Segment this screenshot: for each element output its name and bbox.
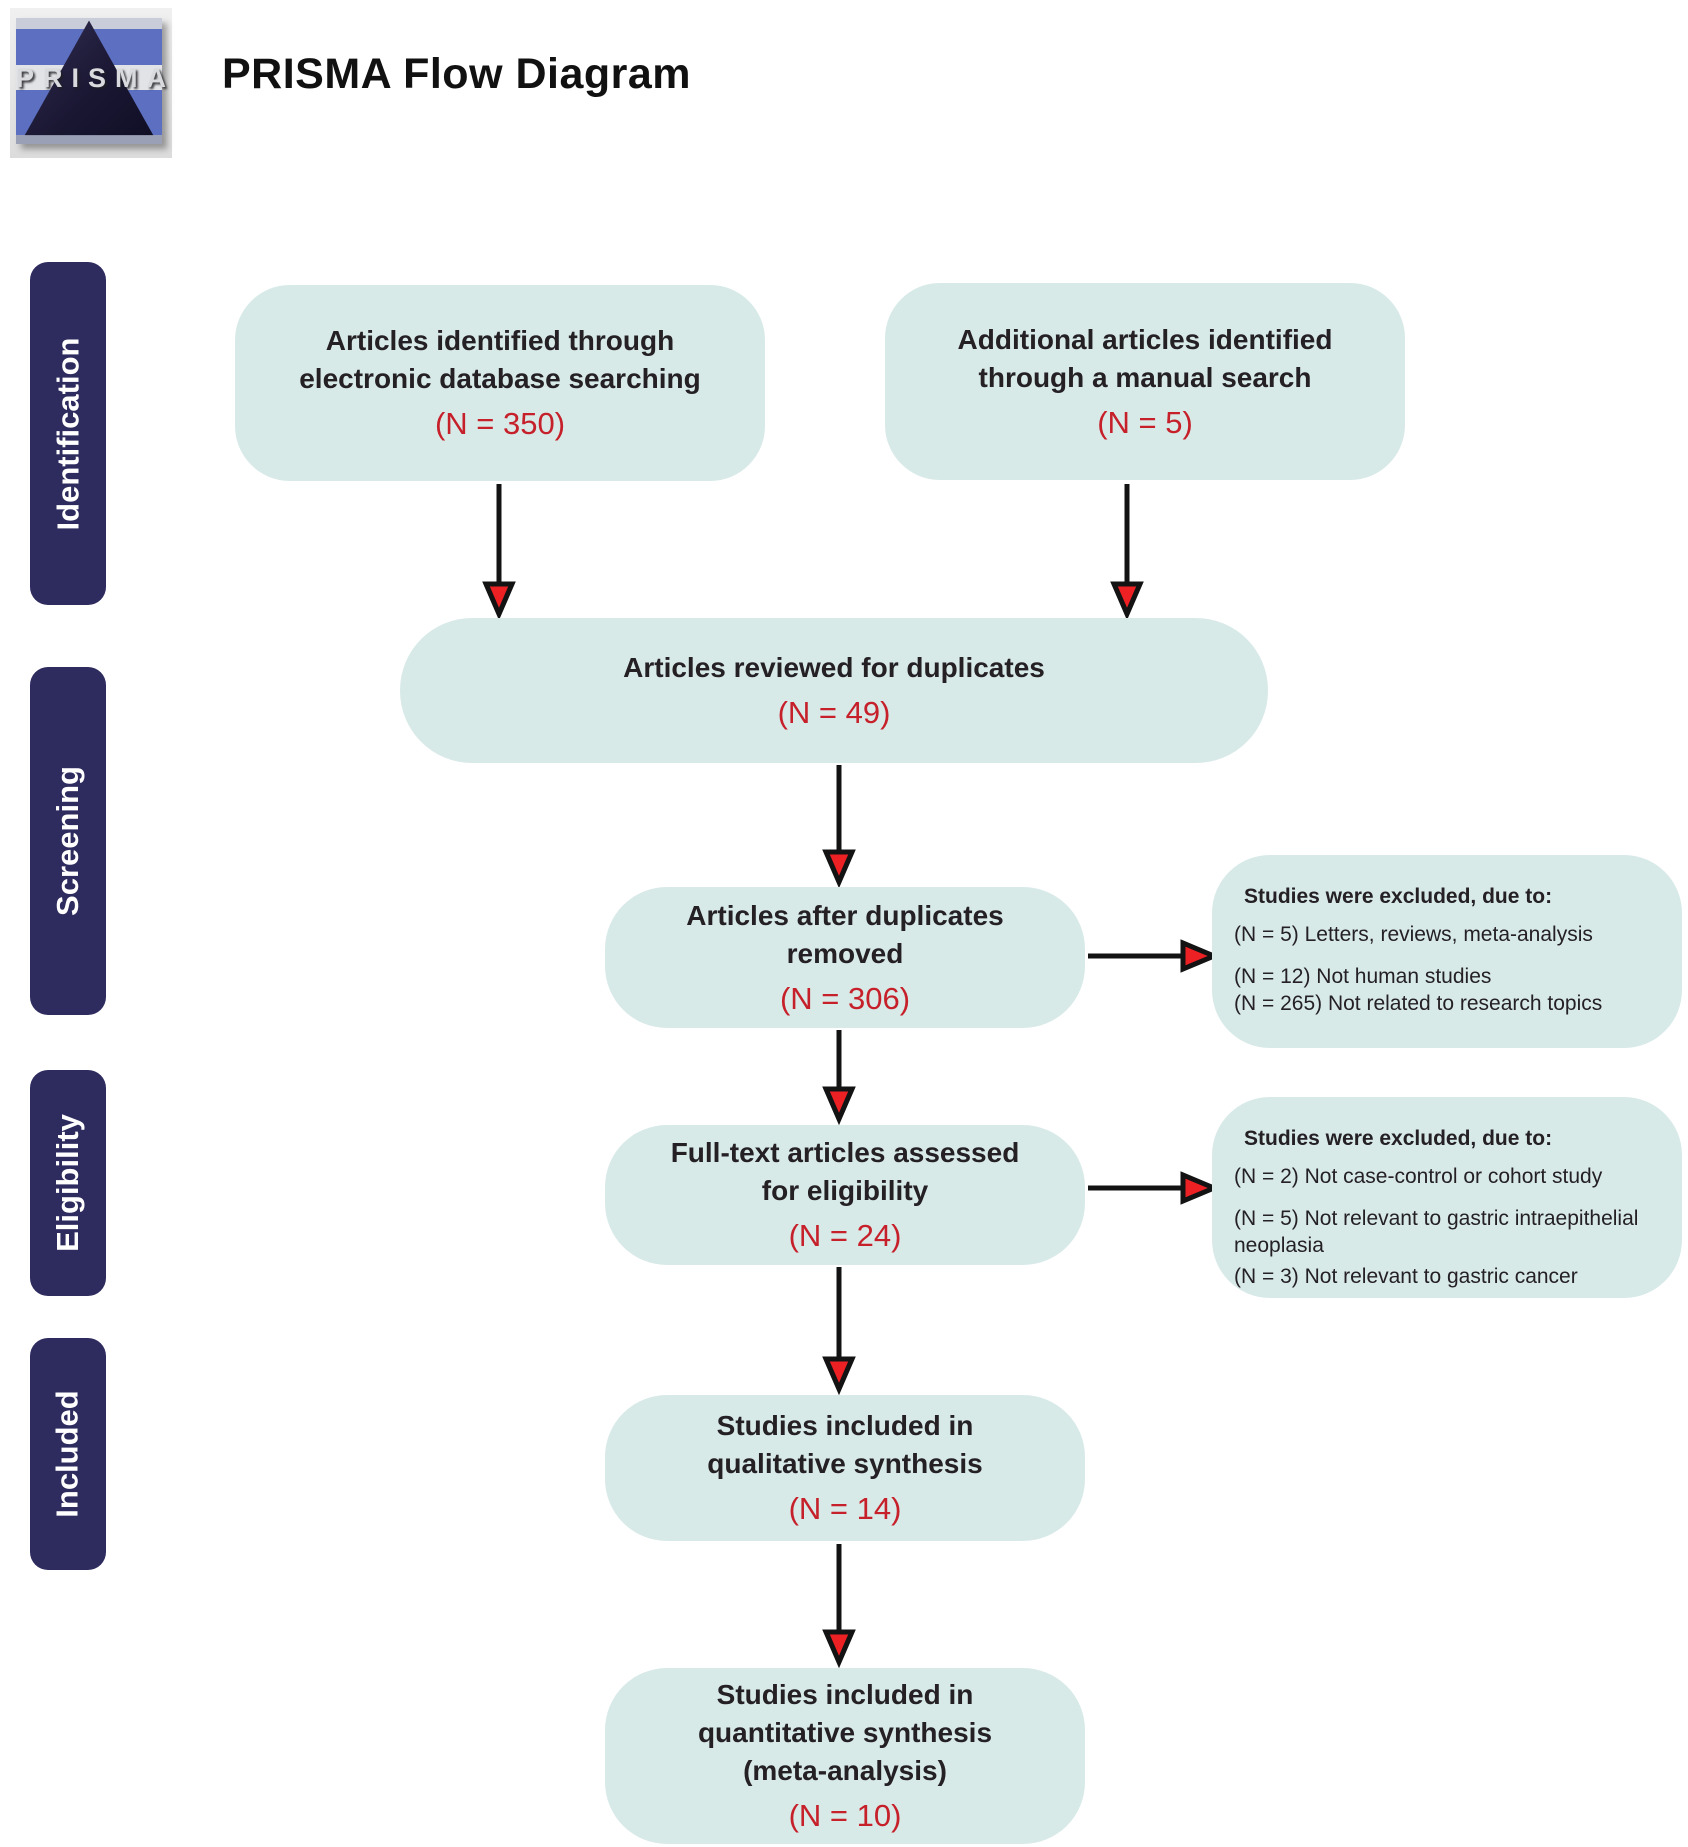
arrow-review-to-removed [822,765,856,889]
box-text-line: Studies included in [716,1410,974,1441]
arrow-database-to-review [482,484,516,621]
box-text-line: through a manual search [978,361,1312,393]
box-database-search: Articles identified through electronic d… [235,285,765,481]
box-qualitative-synthesis: Studies included in qualitative synthesi… [605,1395,1085,1541]
box-text-line: removed [786,937,904,969]
stage-screening: Screening [30,667,106,1015]
box-text-line: Articles identified through [325,325,675,356]
stage-eligibility: Eligibility [30,1070,106,1296]
exclusion-item: (N = 265) Not related to research topics [1234,992,1603,1015]
box-quantitative-synthesis: Studies included in quantitative synthes… [605,1668,1085,1844]
exclusion-item: (N = 3) Not relevant to gastric cancer [1234,1265,1578,1288]
box-text-line: Articles after duplicates [686,899,1004,931]
exclusion-item: (N = 2) Not case-control or cohort study [1234,1165,1603,1188]
box-text-line: for eligibility [761,1175,929,1206]
box-duplicates-review: Articles reviewed for duplicates (N = 49… [400,618,1268,763]
exclusion-item: (N = 12) Not human studies [1234,965,1492,988]
box-count: (N = 350) [434,406,566,441]
stage-label: Screening [50,766,86,916]
box-duplicates-removed: Articles after duplicates removed (N = 3… [605,887,1085,1028]
arrow-fulltext-to-exclusion [1088,1171,1221,1205]
exclusion-title: Studies were excluded, due to: [1244,1127,1553,1150]
box-text-line: Articles reviewed for duplicates [623,651,1045,683]
stage-label: Included [50,1390,86,1518]
exclusion-item: (N = 5) Letters, reviews, meta-analysis [1234,923,1593,946]
logo-wordmark: PRISMA [16,63,176,94]
box-text-line: Studies included in [716,1679,974,1710]
exclusion-box-eligibility: Studies were excluded, due to: (N = 2) N… [1212,1097,1682,1298]
stage-included: Included [30,1338,106,1570]
arrow-manual-to-review [1110,484,1144,621]
exclusion-box-screening: Studies were excluded, due to: (N = 5) L… [1212,855,1682,1048]
box-count: (N = 49) [777,694,891,730]
arrow-removed-to-exclusion [1088,939,1221,973]
box-text-line: Additional articles identified [957,323,1333,355]
box-count: (N = 5) [1097,404,1193,440]
box-text-line: Full-text articles assessed [670,1137,1020,1168]
arrow-removed-to-fulltext [822,1030,856,1126]
box-text-line: quantitative synthesis [697,1717,993,1748]
box-fulltext-assessed: Full-text articles assessed for eligibil… [605,1125,1085,1265]
box-text-line: electronic database searching [299,363,701,394]
box-count: (N = 24) [788,1218,902,1253]
box-manual-search: Additional articles identified through a… [885,283,1405,480]
box-count: (N = 10) [788,1798,902,1833]
box-text-line: (meta-analysis) [743,1755,947,1786]
stage-label: Identification [50,337,86,530]
stage-label: Eligibility [50,1114,86,1252]
prisma-logo: PRISMA [10,8,172,158]
prisma-logo-square: PRISMA [16,18,176,144]
box-text-line: qualitative synthesis [707,1448,983,1479]
exclusion-title: Studies were excluded, due to: [1244,885,1553,908]
page-title: PRISMA Flow Diagram [222,50,692,98]
arrow-fulltext-to-qualitative [822,1267,856,1396]
arrow-qualitative-to-quantitative [822,1544,856,1669]
exclusion-item: (N = 5) Not relevant to gastric intraepi… [1234,1207,1639,1257]
box-count: (N = 14) [788,1491,902,1526]
stage-identification: Identification [30,262,106,605]
logo-band [16,135,162,144]
box-count: (N = 306) [779,980,911,1016]
